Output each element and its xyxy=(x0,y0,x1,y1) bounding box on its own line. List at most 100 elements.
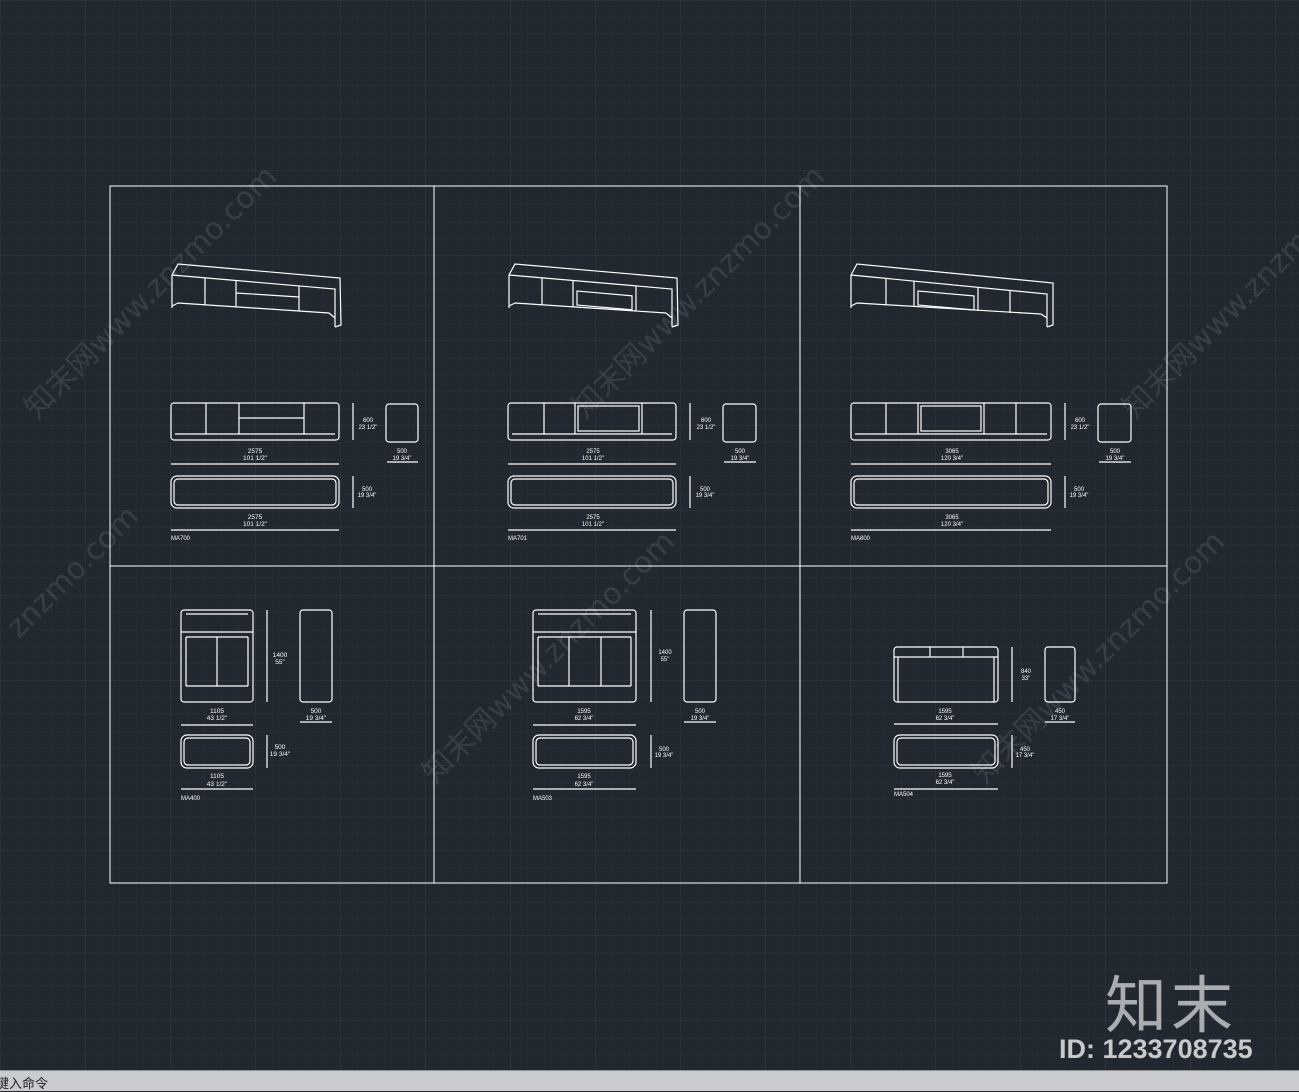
dim-ma400-front-width-in: 43 1/2" xyxy=(207,715,228,722)
dim-ma800-side-depth: 500 xyxy=(1110,449,1121,455)
dim-ma504-height-in: 33" xyxy=(1022,676,1031,682)
dim-ma504-side-depth-in: 17 3/4" xyxy=(1051,716,1070,722)
dim-ma800-height: 600 xyxy=(1075,418,1086,424)
panel-ma504 xyxy=(893,646,1076,790)
side-view xyxy=(1097,403,1132,463)
dim-ma701-top-width-in: 101 1/2" xyxy=(582,522,604,528)
dim-ma700-top-depth: 500 xyxy=(362,487,373,493)
dim-ma400-side-depth: 500 xyxy=(311,708,322,715)
panel-ma400 xyxy=(180,609,333,790)
model-label-ma701: MA701 xyxy=(508,536,528,542)
top-view xyxy=(532,734,652,790)
dim-ma700-front-width: 2575 xyxy=(248,448,263,455)
dim-ma504-top-width: 1595 xyxy=(938,773,952,779)
dim-ma400-top-width: 1105 xyxy=(210,773,224,780)
top-view xyxy=(507,475,691,531)
dim-ma700-side-depth: 500 xyxy=(397,449,408,455)
command-prompt[interactable]: 键入命令 xyxy=(0,1077,49,1092)
dim-ma701-top-depth: 500 xyxy=(700,487,711,493)
side-view xyxy=(683,609,717,723)
side-view xyxy=(722,403,757,463)
dim-ma504-top-width-in: 62 3/4" xyxy=(936,780,955,786)
top-view xyxy=(180,734,268,790)
dim-ma701-height-in: 23 1/2" xyxy=(697,425,716,431)
perspective-view xyxy=(171,263,342,328)
model-label-ma503: MA503 xyxy=(533,796,553,802)
front-view xyxy=(850,402,1066,465)
model-label-ma400: MA400 xyxy=(181,796,201,802)
dim-ma800-top-depth-in: 19 3/4" xyxy=(1070,493,1089,499)
panel-ma503 xyxy=(532,609,717,790)
model-label-ma800: MA800 xyxy=(851,536,871,542)
dim-ma503-side-depth-in: 19 3/4" xyxy=(691,716,710,722)
dim-ma400-front-width: 1105 xyxy=(210,708,224,715)
side-view xyxy=(299,609,333,723)
dim-ma400-top-depth: 500 xyxy=(275,744,286,751)
dim-ma800-top-width: 3065 xyxy=(945,515,959,521)
dim-ma701-top-depth-in: 19 3/4" xyxy=(696,493,715,499)
front-view xyxy=(532,609,652,726)
dim-ma504-top-depth: 450 xyxy=(1020,747,1031,753)
dim-ma504-front-width-in: 62 3/4" xyxy=(936,716,955,722)
grid-background xyxy=(0,0,1299,1070)
dim-ma700-top-width: 2575 xyxy=(248,514,263,521)
dim-ma503-top-width: 1595 xyxy=(577,774,591,780)
dim-ma503-front-width-in: 62 3/4" xyxy=(575,716,594,722)
dim-ma400-top-width-in: 43 1/2" xyxy=(207,781,228,788)
dim-ma400-side-depth-in: 19 3/4" xyxy=(306,715,327,722)
dim-ma700-front-width-in: 101 1/2" xyxy=(243,455,268,462)
panel-ma701 xyxy=(507,263,757,531)
perspective-view xyxy=(508,263,679,328)
dim-ma701-side-depth-in: 19 3/4" xyxy=(731,456,750,462)
side-view xyxy=(1044,646,1076,723)
panel-ma800 xyxy=(850,263,1132,531)
dim-ma701-height: 600 xyxy=(701,418,712,424)
top-view xyxy=(170,475,354,531)
front-view xyxy=(170,402,354,465)
dim-ma504-front-width: 1595 xyxy=(938,709,952,715)
dim-ma701-top-width: 2575 xyxy=(586,515,600,521)
dim-ma504-height: 840 xyxy=(1021,669,1032,675)
dim-ma800-height-in: 23 1/2" xyxy=(1071,425,1090,431)
side-view xyxy=(385,403,419,463)
brand-logo: 知末 xyxy=(1105,969,1238,1042)
dim-ma400-height-in: 55" xyxy=(275,659,285,666)
dim-ma700-top-depth-in: 19 3/4" xyxy=(358,493,377,499)
dim-ma503-top-depth-in: 19 3/4" xyxy=(655,753,674,759)
dim-ma503-height-in: 55" xyxy=(661,657,670,663)
dim-ma800-top-depth: 500 xyxy=(1074,487,1085,493)
cad-drawing-canvas[interactable]: 2575 101 1/2" 600 23 1/2" 500 19 3/4" 50… xyxy=(0,0,1299,1070)
dim-ma503-top-depth: 500 xyxy=(659,747,670,753)
top-view xyxy=(893,734,1013,790)
dim-ma800-top-width-in: 120 3/4" xyxy=(941,522,963,528)
dim-ma701-front-width: 2575 xyxy=(586,449,600,455)
dim-ma800-side-depth-in: 19 3/4" xyxy=(1106,456,1125,462)
front-view xyxy=(180,609,268,726)
dim-ma503-front-width: 1595 xyxy=(577,709,591,715)
dim-ma503-top-width-in: 62 3/4" xyxy=(575,782,594,788)
drawing-frame xyxy=(109,185,1168,884)
panel-ma700 xyxy=(170,263,419,531)
dim-ma700-side-depth-in: 19 3/4" xyxy=(393,456,412,462)
top-view xyxy=(850,475,1066,531)
dim-ma701-side-depth: 500 xyxy=(735,449,746,455)
model-label-ma504: MA504 xyxy=(894,792,914,798)
dim-ma700-height-in: 23 1/2" xyxy=(359,425,378,431)
dim-ma800-front-width: 3065 xyxy=(945,449,959,455)
dim-ma503-side-depth: 500 xyxy=(695,709,706,715)
dim-ma504-side-depth: 450 xyxy=(1055,709,1066,715)
perspective-view xyxy=(850,263,1054,328)
dim-ma400-top-depth-in: 19 3/4" xyxy=(270,751,291,758)
dim-ma400-height: 1400 xyxy=(273,652,288,659)
dim-ma701-front-width-in: 101 1/2" xyxy=(582,456,604,462)
dim-ma700-top-width-in: 101 1/2" xyxy=(243,521,268,528)
front-view xyxy=(507,402,691,465)
front-view xyxy=(893,646,1013,725)
dim-ma700-height: 600 xyxy=(363,418,374,424)
model-label-ma700: MA700 xyxy=(171,536,191,542)
command-line-bar[interactable]: 键入命令 xyxy=(0,1070,1299,1092)
dim-ma503-height: 1400 xyxy=(658,650,672,656)
dim-ma504-top-depth-in: 17 3/4" xyxy=(1016,753,1035,759)
dim-ma800-front-width-in: 120 3/4" xyxy=(941,456,963,462)
image-id-label: ID: 1233708735 xyxy=(1059,1034,1253,1064)
